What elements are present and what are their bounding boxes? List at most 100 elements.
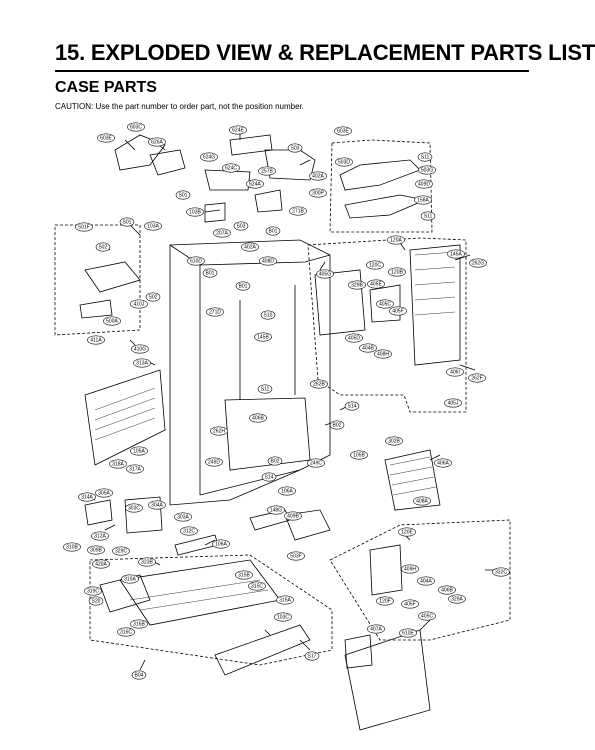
callout-label: 603E [337, 129, 349, 135]
callout-oval [126, 464, 144, 474]
part-callout: 332C [492, 567, 510, 577]
part-callout: S17 [304, 651, 320, 661]
callout-oval [148, 137, 166, 147]
callout-label: B04 [135, 673, 144, 679]
callout-label: 420A [95, 562, 107, 568]
part-callout: 249D [205, 457, 223, 467]
callout-oval [121, 574, 139, 584]
callout-label: 329A [451, 597, 463, 603]
part-callout: 313A [133, 358, 151, 368]
callout-oval [261, 472, 277, 482]
callout-label: 402A [312, 174, 324, 180]
caution-note: CAUTION: Use the part number to order pa… [55, 102, 305, 111]
callout-oval [350, 450, 368, 460]
part-callout: 305A [95, 488, 113, 498]
part-callout: 249C [307, 458, 325, 468]
part-callout: 120B [388, 267, 406, 277]
part-callout: S03 [287, 143, 303, 153]
callout-oval [229, 125, 247, 135]
callout-label: S03 [291, 146, 300, 152]
callout-oval [95, 242, 111, 252]
part-158a [344, 194, 427, 219]
part-callout: 319A [121, 574, 139, 584]
callout-label: 500A [106, 319, 118, 325]
callout-oval [267, 505, 285, 515]
callout-label: 408D [262, 259, 274, 265]
part-409b [284, 509, 331, 541]
part-callout: 262G [469, 258, 487, 268]
cabinet-inner-edge [169, 244, 201, 495]
callout-label: 332C [495, 570, 507, 576]
part-callout: 145B [254, 332, 272, 342]
part-callout: 408H [374, 349, 392, 359]
callout-label: 410J [134, 302, 145, 308]
callout-label: 409D [418, 182, 430, 188]
part-103b [204, 202, 226, 223]
part-503d [339, 159, 421, 191]
callout-label: 405J [448, 401, 459, 407]
part-s03 [264, 149, 316, 181]
callout-label: 303A [177, 515, 189, 521]
callout-oval [367, 279, 385, 289]
callout-oval [235, 281, 251, 291]
callout-oval [200, 152, 218, 162]
part-callout: 315C [248, 581, 266, 591]
part-callout: 105B [350, 450, 368, 460]
callout-label: 610D [190, 259, 202, 265]
callout-oval [174, 512, 192, 522]
callout-oval [366, 260, 384, 270]
part-callout: 323B [138, 557, 156, 567]
part-callout: S11 [420, 211, 436, 221]
part-callout: 405F [401, 599, 419, 609]
callout-label: 302B [388, 439, 400, 445]
callout-label: 314A [81, 495, 93, 501]
callout-label: 405F [404, 602, 415, 608]
callout-label: 610E [402, 631, 414, 637]
part-callout: 271D [206, 307, 224, 317]
callout-label: 410G [134, 347, 146, 353]
callout-label: 158A [417, 198, 429, 204]
callout-label: 329C [115, 549, 127, 555]
callout-oval [278, 486, 296, 496]
callout-label: 249D [208, 460, 220, 466]
callout-label: 624C [225, 166, 237, 172]
callout-oval [175, 190, 191, 200]
callout-label: S11 [261, 387, 270, 393]
part-callout: 316C [117, 627, 135, 637]
callout-oval [131, 670, 147, 680]
callout-oval [130, 619, 148, 629]
callout-label: 103C [277, 615, 289, 621]
callout-oval [374, 349, 392, 359]
callout-oval [401, 564, 419, 574]
hinge-626a [149, 149, 186, 176]
part-callout: 603E [97, 133, 115, 143]
callout-oval [420, 211, 436, 221]
callout-label: 249C [310, 461, 322, 467]
callout-label: 408H [377, 352, 389, 358]
callout-oval [117, 627, 135, 637]
callout-oval [145, 292, 161, 302]
part-624a [254, 189, 283, 213]
part-callout: 420A [92, 559, 110, 569]
callout-oval [309, 188, 327, 198]
tray-s02 [84, 261, 141, 293]
part-callout: 103A [144, 221, 162, 231]
callout-label: 624E [232, 128, 244, 134]
callout-label: 145B [257, 335, 269, 341]
panel-120b [409, 244, 461, 366]
callout-oval [359, 343, 377, 353]
part-callout: 406B [438, 585, 456, 595]
part-callout: S14 [344, 401, 360, 411]
dashed-group-503e [329, 139, 433, 233]
callout-label: 271D [209, 310, 221, 316]
part-callout: 405D [345, 333, 363, 343]
bracket-603c [114, 134, 166, 171]
callout-oval [468, 373, 486, 383]
callout-oval [222, 163, 240, 173]
callout-oval [415, 179, 433, 189]
part-405g [314, 269, 366, 336]
part-callout: B02 [329, 420, 345, 430]
callout-label: S02 [149, 295, 158, 301]
callout-label: 105A [133, 449, 145, 455]
callout-oval [257, 384, 273, 394]
